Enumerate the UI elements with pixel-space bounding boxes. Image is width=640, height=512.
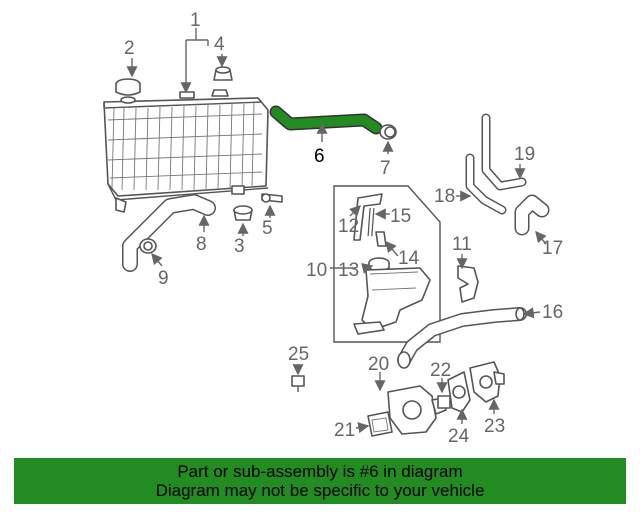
part-info-banner: Part or sub-assembly is #6 in diagram Di… [14, 458, 626, 504]
part-label-11[interactable]: 11 [452, 234, 472, 255]
part-label-1[interactable]: 1 [190, 10, 201, 31]
thermo-switch [233, 205, 253, 221]
part-label-12[interactable]: 12 [338, 216, 359, 237]
housing-gasket [367, 411, 393, 437]
heater-outlet-hose [481, 113, 527, 191]
part-label-18[interactable]: 18 [434, 186, 455, 207]
part-label-8[interactable]: 8 [196, 234, 207, 255]
part-label-24[interactable]: 24 [448, 426, 470, 447]
part-label-6[interactable]: 6 [314, 146, 325, 167]
drain-plug [213, 66, 233, 81]
exploded-parts-diagram: 1 2 3 4 5 6 7 8 9 10 11 12 13 14 15 16 1… [103, 10, 563, 447]
part-label-21[interactable]: 21 [334, 420, 355, 441]
banner-line-part-number: Part or sub-assembly is #6 in diagram [177, 462, 463, 481]
leader-lines [126, 28, 547, 434]
water-bypass-pipe [397, 307, 527, 369]
part-label-22[interactable]: 22 [430, 360, 451, 381]
part-label-23[interactable]: 23 [484, 416, 505, 437]
lower-hose-clamp [139, 238, 157, 254]
part-label-5[interactable]: 5 [262, 218, 273, 239]
mounting-bracket [457, 265, 479, 303]
part-label-3[interactable]: 3 [234, 236, 245, 257]
part-label-17[interactable]: 17 [542, 238, 563, 259]
part-label-15[interactable]: 15 [390, 206, 411, 227]
reservoir-hose [367, 207, 375, 237]
drain-cock [261, 193, 283, 203]
coolant-temp-sensor [291, 375, 305, 392]
part-label-16[interactable]: 16 [542, 302, 563, 323]
part-label-10[interactable]: 10 [306, 260, 327, 281]
radiator [103, 89, 269, 213]
temperature-sensor [437, 395, 451, 409]
upper-radiator-hose [269, 105, 383, 135]
part-label-7[interactable]: 7 [380, 158, 391, 179]
thermostat-gasket [447, 371, 471, 413]
water-outlet [469, 361, 505, 403]
lower-radiator-hose [122, 194, 216, 272]
part-label-19[interactable]: 19 [514, 144, 535, 165]
part-label-14[interactable]: 14 [398, 248, 420, 269]
heater-hose-short [514, 194, 550, 236]
part-label-13[interactable]: 13 [338, 260, 359, 281]
part-label-2[interactable]: 2 [124, 38, 135, 59]
thermostat-housing [387, 385, 447, 435]
banner-line-disclaimer: Diagram may not be specific to your vehi… [155, 481, 485, 500]
part-label-9[interactable]: 9 [158, 268, 169, 289]
reservoir-bracket [353, 193, 383, 241]
part-label-4[interactable]: 4 [214, 34, 225, 55]
reservoir-tank [353, 267, 431, 335]
part-label-20[interactable]: 20 [368, 354, 389, 375]
part-label-25[interactable]: 25 [288, 344, 309, 365]
heater-hose-long [465, 153, 507, 215]
reservoir-group-frame [333, 185, 441, 343]
reservoir-clip [375, 231, 387, 247]
radiator-cap [115, 78, 141, 104]
hose-clamp [379, 124, 397, 140]
